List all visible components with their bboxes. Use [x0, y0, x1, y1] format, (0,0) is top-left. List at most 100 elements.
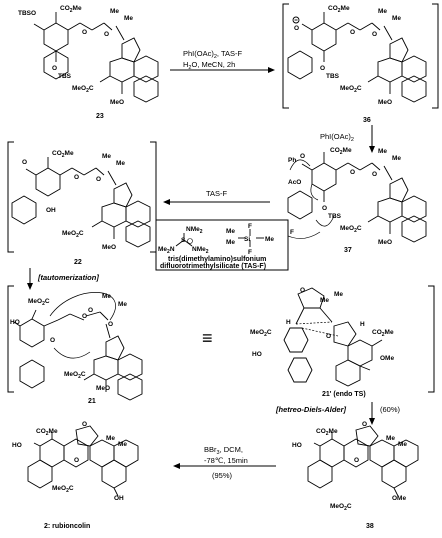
meo2c-label-37: MeO2C [340, 225, 362, 234]
ho-label-2: HO [12, 442, 22, 449]
co2me-label-2: CO2Me [36, 428, 58, 437]
tasf-nme2-right: NMe2 [192, 246, 209, 255]
meo2c-label-23: MeO2C [72, 85, 94, 94]
me-label-38-b: Me [398, 441, 407, 448]
compound-23-label: 23 [96, 113, 104, 120]
compound-21-label: 21 [88, 398, 96, 405]
bracket-21-right [428, 285, 435, 393]
ester-o2-label-21: O [88, 307, 93, 314]
phenoxide-o-label-36: O [294, 25, 299, 32]
ome-label-21ts: OMe [380, 355, 394, 362]
condition-step2: PhI(OAc)2 [320, 132, 354, 143]
me-label-21-a: Me [102, 293, 111, 300]
me-label-21ts-b: Me [334, 291, 343, 298]
tbs-label-37: TBS [328, 213, 342, 220]
ho-label-21ts: HO [252, 351, 262, 358]
ester-o-label-22: O [74, 174, 79, 181]
ether-o-label-21ts: O [326, 333, 331, 340]
me-label-38-a: Me [386, 435, 395, 442]
compound-23-structure [33, 12, 159, 103]
meo-label-21: MeO [96, 385, 110, 392]
ester-o-label-36: O [350, 29, 355, 36]
me-label-23-a: Me [110, 8, 119, 15]
ho-label-38: HO [292, 442, 302, 449]
ether-o-label-23: O [104, 31, 109, 38]
me-label-22-a: Me [102, 153, 111, 160]
co2me-label-22: CO2Me [52, 150, 74, 159]
tasf-me-2: Me [226, 239, 235, 246]
meo2c-label-36: MeO2C [340, 85, 362, 94]
meo2c-label-21ts: MeO2C [250, 329, 272, 338]
condition-step3: TAS-F [206, 189, 228, 198]
bracket-22-left [7, 141, 14, 253]
compound-36-structure [287, 12, 427, 103]
bracket-36-right [432, 3, 439, 109]
condition-step6-line2: -78℃, 15min [204, 456, 248, 465]
ho-label-21: HO [10, 319, 20, 326]
oh-label-22: OH [46, 207, 56, 214]
co2me-label-21ts: CO2Me [372, 329, 394, 338]
me-label-37-a: Me [378, 148, 387, 155]
condition-step5-yield: (60%) [380, 405, 401, 414]
co2me-label-36: CO2Me [328, 5, 350, 14]
aco-label-37: AcO [288, 179, 301, 186]
meo2c-label-38: MeO2C [330, 503, 352, 512]
meo2c-label-21: MeO2C [28, 298, 50, 307]
tbs-label-23: TBS [58, 73, 72, 80]
compound-21ts-label: 21' (endo TS) [322, 391, 366, 398]
lactone-o-label-2: O [82, 421, 87, 428]
tasf-sulfur: S [181, 237, 186, 244]
tasf-nme2-left: Me2N [158, 246, 175, 255]
tasf-name-line1: tris(dimethylamino)sulfonium [168, 256, 266, 263]
meo-label-23: MeO [110, 99, 124, 106]
meo-label-22: MeO [102, 244, 116, 251]
compound-22-structure [11, 157, 151, 248]
co2me-label-23: CO2Me [60, 5, 82, 14]
tbso-label-23: TBSO [18, 10, 36, 17]
ether-o-label-37: O [372, 171, 377, 178]
ether-o-label-22: O [96, 176, 101, 183]
ketone-o-label-21: O [50, 337, 55, 344]
co2me-label-37: CO2Me [330, 147, 352, 156]
ether-o-label-21: O [108, 321, 113, 328]
tasf-name-line2: difluorotrimethylsilicate (TAS-F) [160, 263, 266, 270]
condition-step1-line2: H2O, MeCN, 2h [183, 60, 235, 71]
meo2c-label-22: MeO2C [62, 230, 84, 239]
ester-o-label-23: O [82, 29, 87, 36]
condition-step6-line1: BBr3, DCM, [204, 445, 243, 456]
compound-21-structure [13, 292, 143, 401]
compound-21ts-structure [283, 287, 383, 387]
me-label-36-a: Me [378, 8, 387, 15]
compound-2-label: 2: rubioncolin [44, 523, 90, 530]
me-label-22-b: Me [116, 160, 125, 167]
ph-label-37: Ph [288, 157, 296, 164]
fluoride-label-37: F [290, 229, 294, 236]
tasf-fluorine-bottom: F [248, 249, 252, 256]
condition-step4: [tautomerization] [37, 273, 99, 282]
compound-38-structure [307, 425, 419, 497]
tasf-cation-structure [175, 233, 193, 247]
co2me-label-38: CO2Me [316, 428, 338, 437]
pyran-o-label-38: O [354, 457, 359, 464]
compound-36-label: 36 [363, 117, 371, 124]
condition-step6-yield: (95%) [212, 471, 233, 480]
tasf-fluorine-top: F [248, 223, 252, 230]
oh-label-2: OH [114, 495, 124, 502]
meo-label-36: MeO [378, 99, 392, 106]
ester-o-label-21: O [82, 313, 87, 320]
condition-step5: [hetreo-Diels-Alder] [275, 405, 347, 414]
tbs-label-36: TBS [326, 73, 340, 80]
otbs-label-23: O [52, 65, 57, 72]
tasf-nme2-top: NMe2 [186, 226, 203, 235]
me-label-37-b: Me [392, 155, 401, 162]
meo2c-lower-label-21: MeO2C [64, 371, 86, 380]
pyran-o-label-2: O [74, 457, 79, 464]
tasf-silicon: Si [244, 236, 250, 243]
iodine-o-label-37: O [300, 153, 305, 160]
tasf-me-3: Me [265, 236, 274, 243]
tasf-me-1: Me [226, 228, 235, 235]
ketone-o-label-22: O [22, 159, 27, 166]
compound-37-label: 37 [344, 247, 352, 254]
bracket-22-right [150, 141, 157, 253]
